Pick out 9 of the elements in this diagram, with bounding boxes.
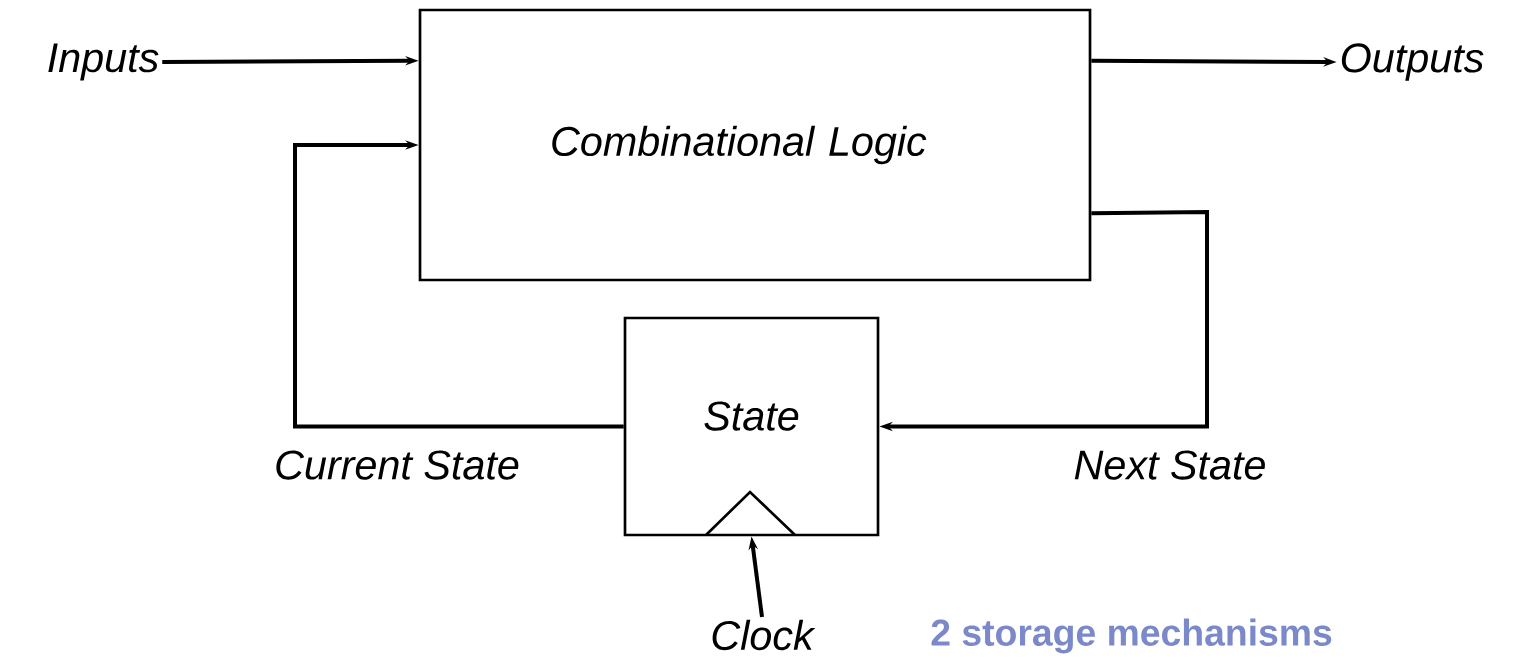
signal-name: Inputs xyxy=(48,43,159,81)
note: 2 storage mechanisms xyxy=(931,618,1332,654)
state-box: State xyxy=(623,316,880,537)
edge-label: Current State xyxy=(272,449,522,481)
logic-box: Combinational Logic xyxy=(418,8,1092,282)
signal-name: Clock xyxy=(712,619,816,651)
edge-label: Next State xyxy=(1072,449,1268,481)
signal-name: Outputs xyxy=(1341,43,1484,81)
arrow xyxy=(293,140,624,429)
